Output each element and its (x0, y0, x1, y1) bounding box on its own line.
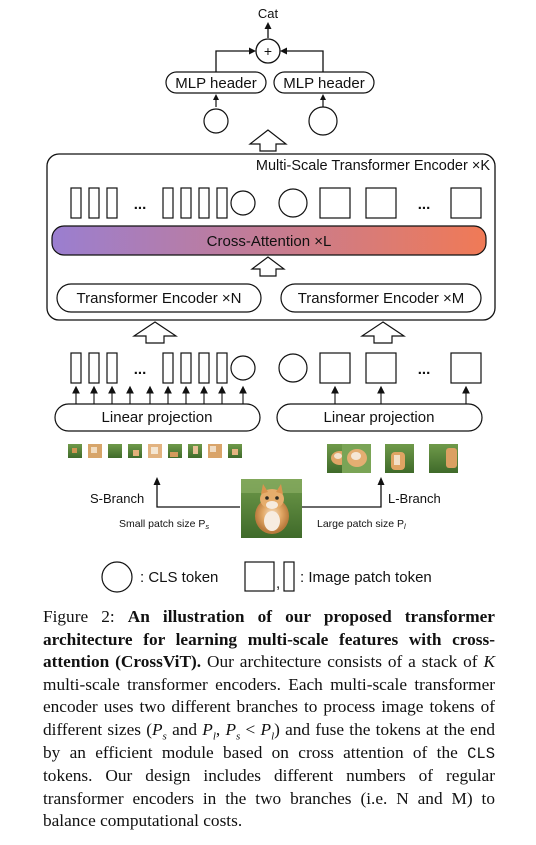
transformer-encoder-m: Transformer Encoder ×M (298, 290, 465, 307)
transformer-encoder-n: Transformer Encoder ×N (77, 290, 242, 307)
small-image-patches (68, 444, 242, 458)
mlp-left-to-sum-head (249, 47, 256, 55)
caption-and: and (172, 719, 198, 739)
caption-ps2-sub: s (236, 730, 241, 743)
transformer-encoder-n-box (56, 283, 262, 313)
input-large-tokens (278, 352, 482, 384)
cross-attention-label: Cross-Attention ×L (207, 233, 332, 250)
mlp-header-left-box (165, 71, 267, 94)
mlp-header-right: MLP header (283, 75, 364, 92)
caption-comma: , (215, 719, 221, 739)
linear-projection-left-box (54, 403, 261, 432)
kitten-image (241, 479, 302, 538)
encoder-large-tokens (278, 187, 482, 219)
projection-arrows-large (331, 385, 470, 404)
multi-scale-encoder-box (46, 153, 496, 321)
caption-ps: P (151, 719, 163, 739)
caption-text-1: Our architecture consists of a stack of (207, 652, 478, 672)
caption-label: Figure 2: (43, 607, 115, 626)
legend-cls-label: : CLS token (140, 569, 218, 586)
caption-text-4: tokens. Our design includes different nu… (43, 766, 495, 831)
projection-arrows-small (72, 385, 247, 404)
legend-comma: , (276, 575, 280, 592)
large-patch-label: Large patch size Pl (317, 518, 406, 531)
input-small-ellipsis: ... (134, 361, 147, 378)
hollow-arrow-top (248, 129, 288, 152)
caption-pl2: P (260, 719, 272, 739)
large-image-patches (327, 444, 458, 473)
transformer-encoder-m-box (280, 283, 482, 313)
sum-plus: + (264, 43, 272, 59)
input-small-tokens (70, 352, 256, 384)
cls-token-top-large (308, 106, 338, 136)
linear-projection-right-box (276, 403, 483, 432)
linear-projection-right: Linear projection (324, 409, 435, 426)
caption-ps2: P (225, 719, 236, 739)
input-large-ellipsis: ... (418, 361, 431, 378)
mlp-header-left: MLP header (175, 75, 256, 92)
caption-text-3: ) and fuse the tokens at the end by an e… (43, 719, 495, 762)
legend-patch-large-icon (244, 561, 275, 592)
legend-patch-small-icon (283, 561, 295, 592)
s-branch-line (156, 483, 240, 508)
legend-patch-label: : Image patch token (300, 569, 432, 586)
cls-right-up-head (320, 94, 326, 100)
caption-text-2: multi-scale transformer encoders. Each m… (43, 674, 495, 739)
output-arrow-head (264, 22, 272, 29)
mlp-left-to-sum (215, 50, 253, 72)
l-branch-head (377, 477, 385, 485)
encoder-small-tokens (70, 187, 256, 219)
caption-pl: P (202, 719, 213, 739)
cross-attention-bar (51, 225, 487, 256)
s-branch-head (153, 477, 161, 485)
mlp-header-right-box (273, 71, 375, 94)
crossvit-diagram: Cat + MLP header MLP header Multi-Scale … (46, 6, 496, 593)
caption-k: K (483, 652, 496, 672)
caption-pl-sub: l (212, 730, 216, 743)
caption-lt: < (245, 719, 256, 739)
multi-scale-encoder-title: Multi-Scale Transformer Encoder ×K (256, 158, 490, 174)
l-branch-line (302, 483, 382, 508)
hollow-arrow-right (360, 321, 406, 344)
l-branch-label: L-Branch (388, 491, 441, 506)
hollow-arrow-mid (250, 256, 286, 277)
encoder-large-ellipsis: ... (418, 196, 431, 213)
hollow-arrow-left (132, 321, 178, 344)
caption-cls: CLS (467, 744, 495, 763)
mlp-right-to-sum-head (280, 47, 287, 55)
figure-caption: Figure 2: An illustration of our propose… (43, 606, 495, 833)
legend-cls-icon (101, 561, 133, 593)
caption-pl2-sub: l (271, 730, 275, 743)
encoder-small-ellipsis: ... (134, 196, 147, 213)
linear-projection-left: Linear projection (102, 409, 213, 426)
small-patch-label: Small patch size Ps (119, 518, 209, 531)
mlp-right-to-sum (283, 50, 324, 72)
caption-ps-sub: s (162, 730, 167, 743)
output-label: Cat (258, 6, 279, 21)
cls-token-top-small (203, 108, 229, 134)
caption-bold: An illustration of our proposed transfor… (43, 607, 495, 672)
cls-left-up-head (213, 94, 219, 100)
s-branch-label: S-Branch (90, 491, 144, 506)
